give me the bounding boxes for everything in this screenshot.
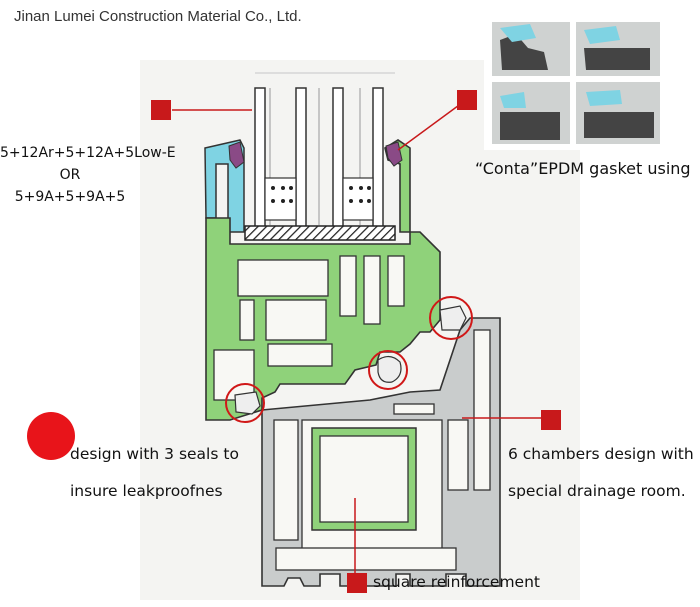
red-dot-marker bbox=[27, 412, 75, 460]
gasket-label: “Conta”EPDM gasket using bbox=[475, 159, 691, 178]
chambers-label-line-1: 6 chambers design with bbox=[508, 445, 694, 463]
seal-marker-circles bbox=[225, 296, 473, 423]
red-square-markers bbox=[151, 90, 561, 593]
gasket-photo-inset bbox=[484, 12, 684, 150]
desiccant-dots bbox=[271, 186, 371, 203]
company-name: Jinan Lumei Construction Material Co., L… bbox=[14, 8, 302, 25]
setting-block bbox=[244, 225, 396, 241]
scan-frame-line bbox=[255, 72, 395, 74]
square-reinforcement bbox=[311, 427, 417, 531]
gaskets bbox=[228, 141, 403, 169]
seals-label-line-2: insure leakproofnes bbox=[70, 482, 223, 500]
glass-spacer bbox=[264, 177, 374, 221]
glass-spec-line-3: 5+9A+5+9A+5 bbox=[14, 189, 126, 205]
leader-lines bbox=[172, 99, 548, 580]
glass-spec-line-2: OR bbox=[59, 167, 81, 183]
seal-detail bbox=[234, 305, 467, 415]
reinforcement-label: square reinforcement bbox=[373, 573, 540, 591]
sash-chambers bbox=[213, 255, 405, 401]
chambers-label-line-2: special drainage room. bbox=[508, 482, 686, 500]
glass-spec-line-1: 5+12Ar+5+12A+5Low-E bbox=[0, 145, 176, 161]
seals-label-line-1: design with 3 seals to bbox=[70, 445, 239, 463]
